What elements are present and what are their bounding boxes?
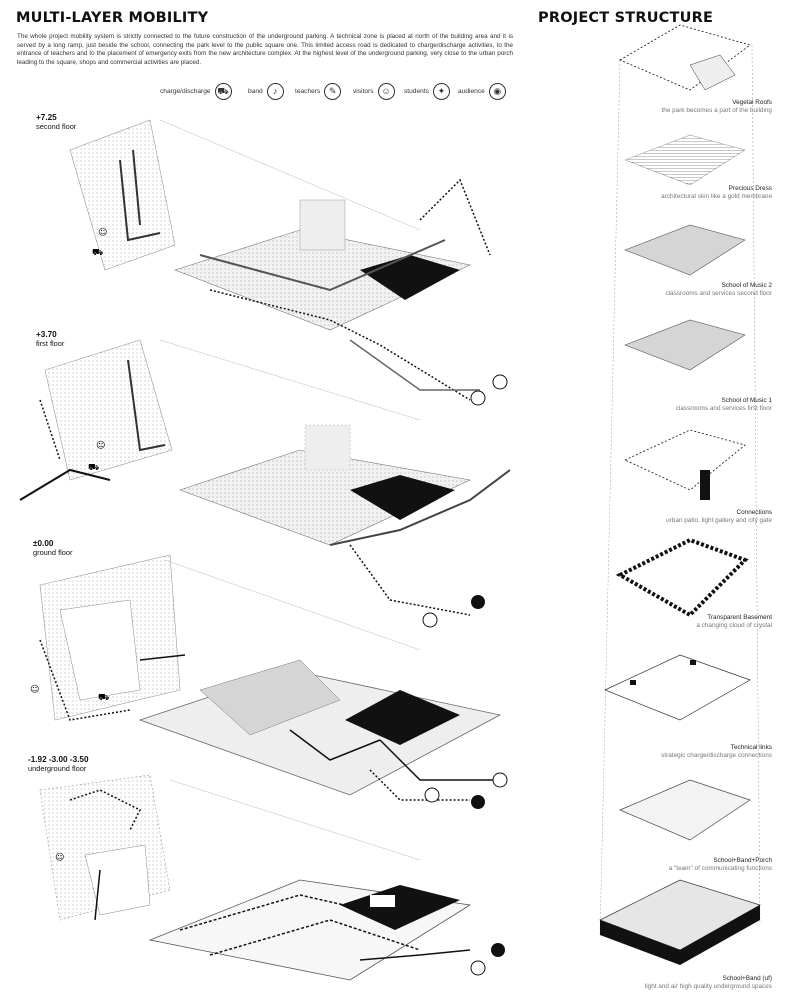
level-elevation: -1.92 -3.00 -3.50 xyxy=(28,755,89,764)
structure-label: Technical links strategic charge/dischar… xyxy=(661,744,772,759)
ground-floor-plan: ☺ ⛟ xyxy=(30,554,186,721)
layer-school-band-porch xyxy=(619,779,751,841)
structure-name: Technical links xyxy=(730,744,772,751)
layer-precious-dress xyxy=(624,134,746,186)
legend: charge/discharge ⛟ band ♪ teachers ✎ vis… xyxy=(160,79,510,101)
level-label-first: +3.70 first floor xyxy=(36,330,64,348)
legend-label: teachers xyxy=(295,88,321,95)
level-name: first floor xyxy=(36,339,65,348)
structure-column xyxy=(599,24,761,965)
structure-name: Vegetal Roofs xyxy=(732,99,772,106)
structure-label: School of Music 2 classrooms and service… xyxy=(665,282,772,297)
svg-text:☺: ☺ xyxy=(30,684,39,695)
legend-label: charge/discharge xyxy=(160,88,211,95)
visitor-icon: ☺ xyxy=(377,83,395,100)
structure-name: School of Music 2 xyxy=(721,282,772,289)
legend-item-visitors: visitors ☺ xyxy=(353,83,395,100)
svg-text:⛟: ⛟ xyxy=(92,248,103,258)
structure-desc: architectural skin like a gold membrane xyxy=(661,192,772,200)
structure-name: School of Music 1 xyxy=(721,397,772,404)
structure-name: School+Band (uf) xyxy=(722,975,772,982)
level-elevation: ±0.00 xyxy=(33,539,54,548)
trolley-icon: ⛟ xyxy=(214,83,232,100)
level-name: underground floor xyxy=(28,764,87,773)
structure-name: Precious Dress xyxy=(728,185,772,192)
legend-item-audience: audience ◉ xyxy=(458,83,506,100)
structure-name: School+Band+Porch xyxy=(713,857,772,864)
legend-label: audience xyxy=(458,88,485,95)
structure-desc: the park becomes a part of the building xyxy=(661,106,773,114)
structure-label: Transparent Basement a changing cloud of… xyxy=(696,614,772,629)
layer-music-2 xyxy=(624,224,746,276)
teacher-icon: ✎ xyxy=(324,83,342,100)
level-label-ground: ±0.00 ground floor xyxy=(33,539,72,557)
musician-icon: ♪ xyxy=(266,83,284,100)
svg-text:⛟: ⛟ xyxy=(98,693,109,703)
student-icon: ✦ xyxy=(432,83,450,100)
svg-text:☺: ☺ xyxy=(55,852,64,863)
structure-title: PROJECT STRUCTURE xyxy=(538,10,714,26)
svg-text:☺: ☺ xyxy=(96,440,105,451)
level-elevation: +3.70 xyxy=(36,330,57,339)
legend-item-students: students ✦ xyxy=(404,83,450,100)
structure-label: School+Band (uf) light and air high qual… xyxy=(645,975,772,990)
audience-icon: ◉ xyxy=(488,83,506,100)
structure-label: Vegetal Roofs the park becomes a part of… xyxy=(662,99,773,114)
first-floor-plan: ☺ ⛟ xyxy=(19,339,173,501)
structure-desc: light and air high quality underground s… xyxy=(644,982,772,990)
intro-text: The whole project mobility system is str… xyxy=(17,33,513,66)
layer-transparent-basement xyxy=(615,537,749,618)
layer-music-1 xyxy=(624,319,746,371)
ground-floor-axo xyxy=(138,559,508,809)
structure-name: Connections xyxy=(736,509,772,516)
layer-school-band-uf xyxy=(599,879,761,965)
page-title: MULTI-LAYER MOBILITY xyxy=(16,10,209,26)
layer-vegetal-roofs xyxy=(619,24,751,91)
layer-connections xyxy=(624,429,746,500)
legend-item-charge: charge/discharge ⛟ xyxy=(160,83,232,100)
structure-label: Connections urban patio, light gallery a… xyxy=(666,509,772,524)
legend-label: students xyxy=(404,88,429,95)
structure-desc: classrooms and services first floor xyxy=(675,404,772,412)
second-floor-axo xyxy=(159,119,508,406)
structure-desc: classrooms and services second floor xyxy=(665,289,772,297)
legend-item-teachers: teachers ✎ xyxy=(295,83,342,100)
structure-desc: strategic charge/discharge connections xyxy=(661,751,772,759)
layer-technical-links xyxy=(604,654,751,721)
first-floor-axo xyxy=(159,339,511,628)
svg-text:☺: ☺ xyxy=(98,227,107,238)
underground-floor-plan: ☺ xyxy=(39,774,171,921)
structure-label: Precious Dress architectural skin like a… xyxy=(661,185,772,200)
level-label-second: +7.25 second floor xyxy=(36,113,76,131)
legend-item-band: band ♪ xyxy=(248,83,284,100)
structure-label: School of Music 1 classrooms and service… xyxy=(676,397,772,412)
structure-desc: a "team" of communicating functions xyxy=(668,864,772,872)
structure-label: School+Band+Porch a "team" of communicat… xyxy=(669,857,772,872)
svg-text:⛟: ⛟ xyxy=(88,463,99,473)
legend-label: band xyxy=(248,88,263,95)
second-floor-plan: ☺ ⛟ xyxy=(69,119,176,271)
underground-floor-axo xyxy=(148,779,505,981)
legend-label: visitors xyxy=(353,88,374,95)
level-label-underground: -1.92 -3.00 -3.50 underground floor xyxy=(28,755,89,773)
structure-desc: urban patio, light gallery and city gate xyxy=(666,516,772,524)
level-name: second floor xyxy=(36,122,77,131)
level-name: ground floor xyxy=(33,548,73,557)
structure-desc: a changing cloud of crystal xyxy=(696,621,772,629)
level-elevation: +7.25 xyxy=(36,113,57,122)
structure-name: Transparent Basement xyxy=(707,614,772,621)
